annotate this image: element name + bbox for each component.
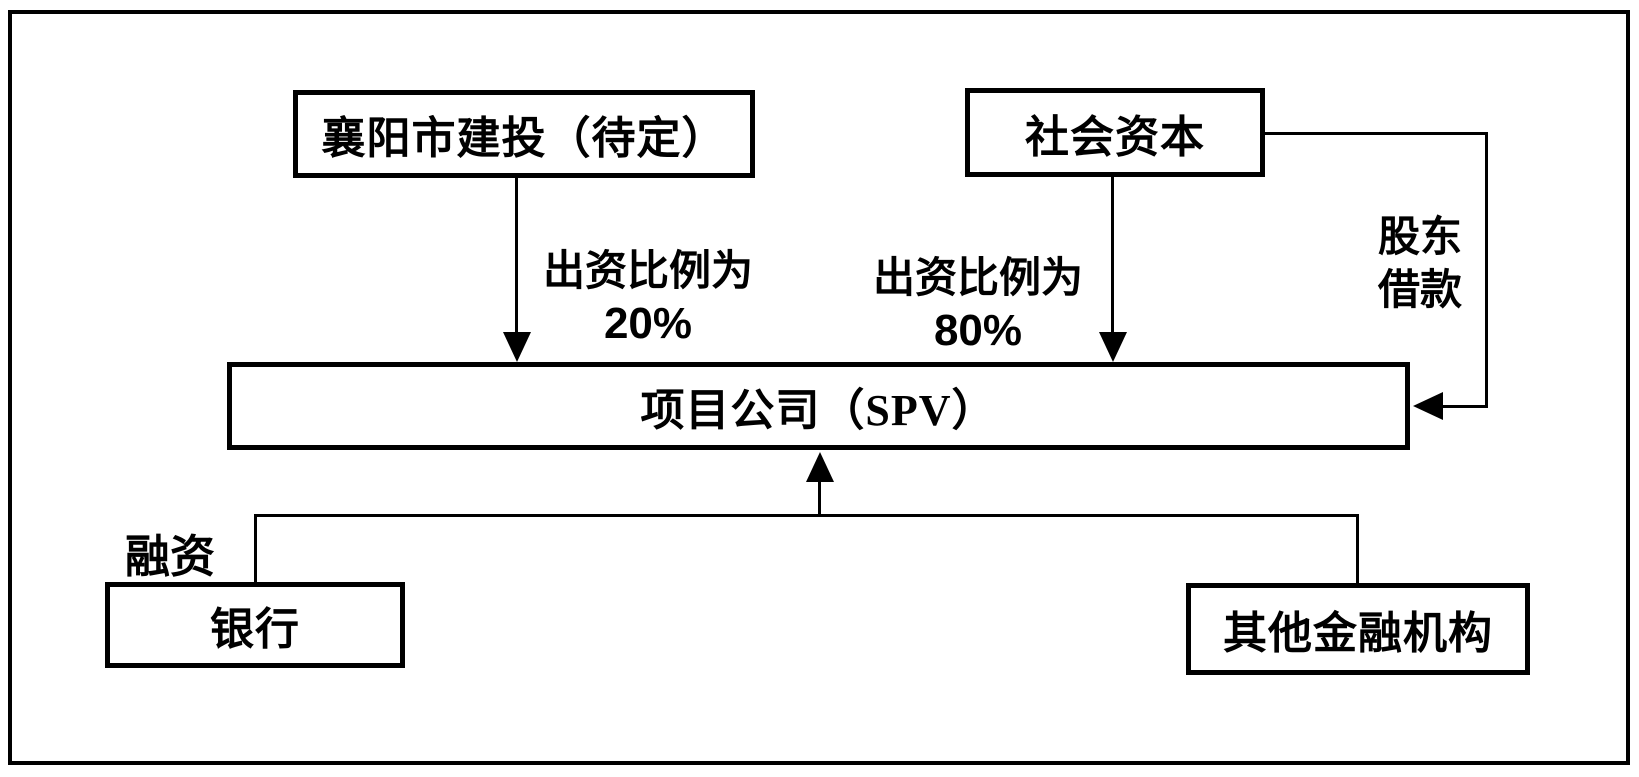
label-gov-contribution-percent: 20% — [603, 299, 693, 348]
label-financing: 融资 — [125, 532, 216, 582]
edge-shareholder-loan-top-line — [1265, 132, 1488, 135]
box-bank: 银行 — [105, 582, 405, 668]
label-gov-contribution-text: 出资比例为 — [542, 249, 753, 295]
label-shareholder-loan-line1: 股东 — [1377, 215, 1462, 261]
figure-border — [8, 10, 1630, 765]
box-spv-label: 项目公司（SPV） — [640, 386, 997, 435]
label-gov-contribution: 出资比例为 20% — [518, 246, 778, 350]
label-shareholder-loan-line2: 借款 — [1377, 268, 1462, 314]
edge-bank-branch-line — [254, 514, 257, 582]
edge-financing-to-spv-line — [818, 480, 821, 516]
box-other-label: 其他金融机构 — [1223, 609, 1493, 658]
box-social-capital: 社会资本 — [965, 88, 1265, 177]
box-xiangyang-construction-investment: 襄阳市建投（待定） — [293, 90, 755, 178]
box-project-company-spv: 项目公司（SPV） — [227, 362, 1410, 450]
arrow-left-icon — [1413, 392, 1443, 420]
box-bank-label: 银行 — [210, 605, 300, 654]
arrow-up-icon — [806, 452, 834, 482]
edge-gov-to-spv-line — [515, 178, 518, 334]
label-social-contribution-percent: 80% — [933, 306, 1023, 355]
label-social-contribution: 出资比例为 80% — [848, 253, 1108, 357]
arrow-down-icon — [1099, 332, 1127, 362]
box-social-label: 社会资本 — [1025, 112, 1205, 162]
label-social-contribution-text: 出资比例为 — [872, 256, 1083, 302]
edge-shareholder-loan-bottom-line — [1440, 405, 1488, 408]
edge-other-branch-line — [1356, 514, 1359, 583]
arrow-down-icon — [503, 332, 531, 362]
edge-social-to-spv-line — [1111, 177, 1114, 334]
box-gov-label: 襄阳市建投（待定） — [321, 114, 727, 163]
edge-financing-horizontal-line — [254, 514, 1359, 517]
label-shareholder-loan: 股东 借款 — [1350, 212, 1490, 318]
box-other-financial-institutions: 其他金融机构 — [1186, 583, 1530, 675]
edge-shareholder-loan-vertical-line — [1485, 132, 1488, 408]
